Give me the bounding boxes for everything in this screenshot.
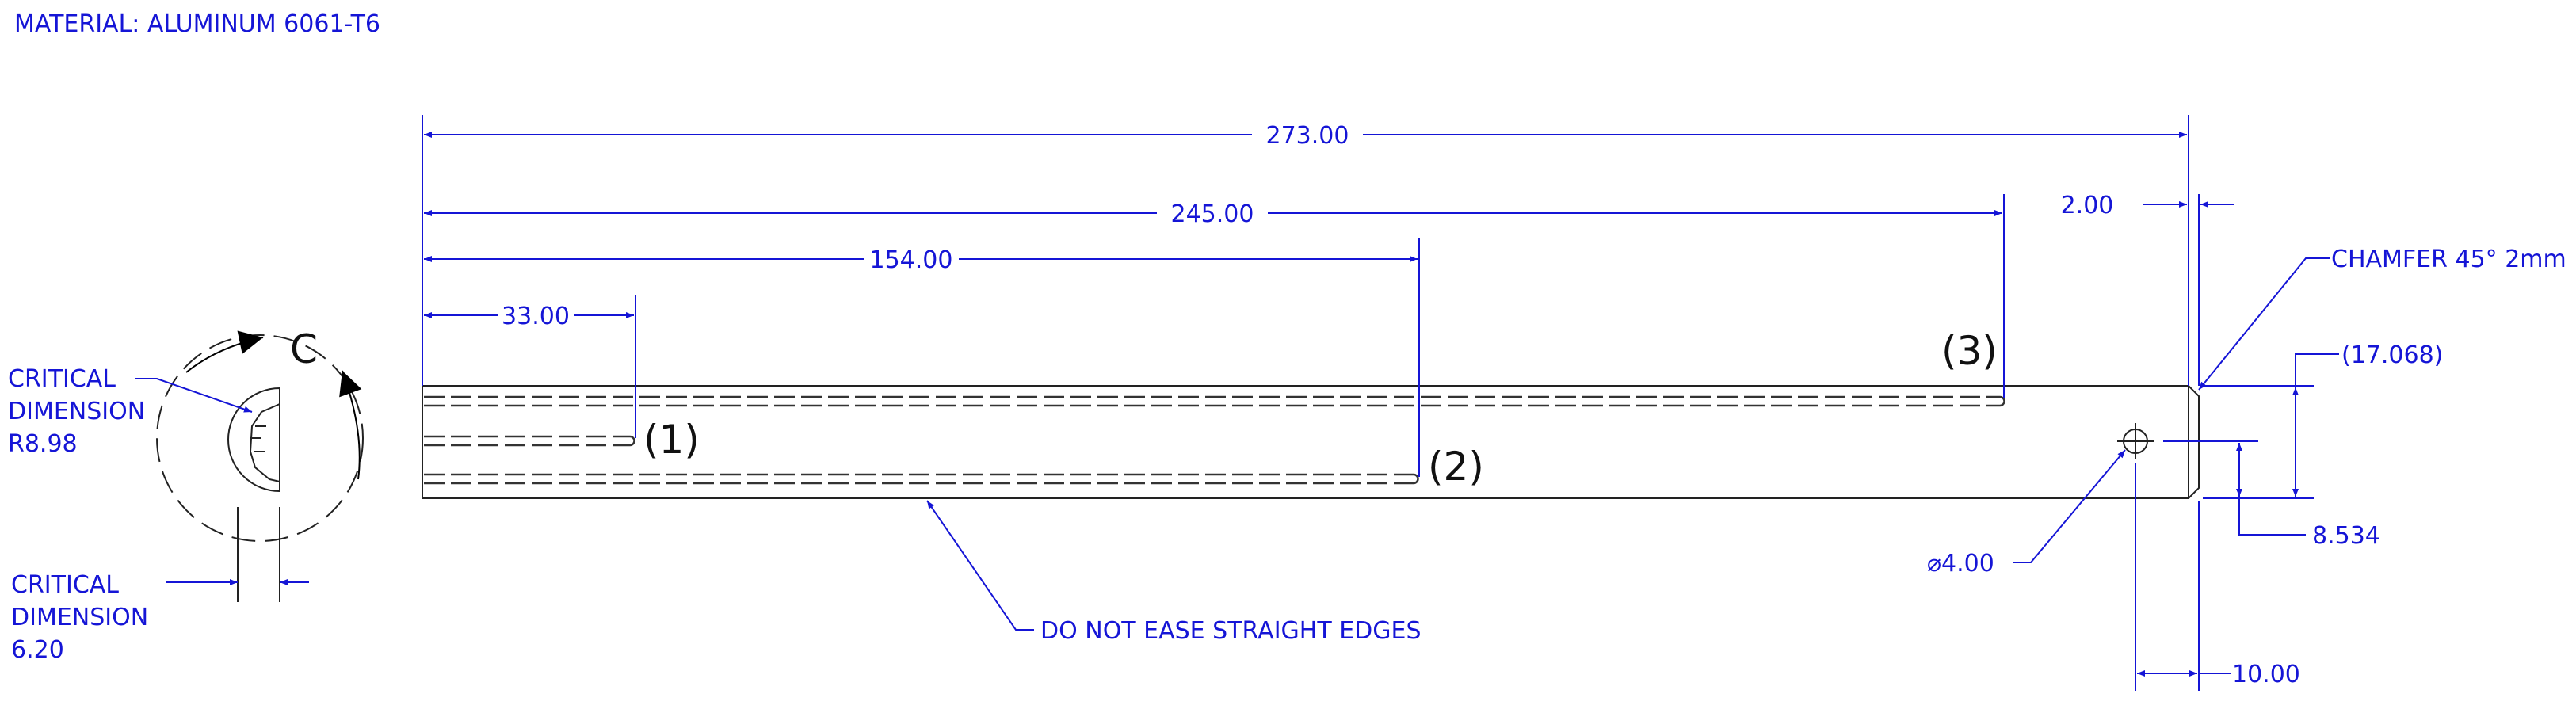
critical-radius-line1: CRITICAL [8, 365, 116, 393]
dimensions: 273.00 245.00 154.00 33.00 2.00 CHAMFER … [422, 115, 2566, 691]
dim-33-text: 33.00 [502, 303, 570, 330]
dim-10-text: 10.00 [2232, 661, 2300, 688]
chamfer-leader [2198, 257, 2330, 391]
critical-radius-line2: DIMENSION [8, 398, 145, 425]
slot-1 [424, 435, 635, 447]
critical-radius-line3: R8.98 [8, 430, 78, 458]
dim-2-text: 2.00 [2061, 192, 2114, 219]
dim-154-text: 154.00 [870, 246, 953, 274]
dim-8-text: 8.534 [2312, 522, 2380, 550]
dim-273-text: 273.00 [1266, 122, 1349, 150]
rotation-label: C [290, 326, 318, 372]
slot-label-3: (3) [1941, 328, 1998, 374]
hole-diameter-text: ⌀4.00 [1927, 550, 1994, 577]
profile-grooves [249, 403, 280, 482]
slot-label-1: (1) [643, 417, 700, 463]
dim-245-text: 245.00 [1171, 200, 1254, 228]
rotation-arrow-right [339, 370, 362, 480]
end-view: C CRITICAL DIMENSION R8.98 CRITICAL DIME… [8, 326, 364, 664]
slot-2 [424, 473, 1419, 485]
critical-flat-line3: 6.20 [11, 636, 64, 664]
critical-radius-leader [135, 378, 253, 413]
ease-note: DO NOT EASE STRAIGHT EDGES [1040, 617, 1422, 645]
part-side-view: (1) (2) (3) [422, 328, 2200, 499]
chamfer-note: CHAMFER 45° 2mm [2331, 246, 2566, 273]
dim-8-leader [2238, 498, 2306, 536]
dim-17-leader [2295, 353, 2339, 387]
slot-3 [424, 395, 2005, 407]
ease-leader [926, 500, 1034, 631]
critical-flat-line1: CRITICAL [11, 571, 119, 599]
groove-marks [250, 425, 266, 452]
d-profile [227, 387, 280, 493]
critical-flat-line2: DIMENSION [11, 604, 148, 631]
hole-leader [2013, 449, 2126, 563]
material-title: MATERIAL: ALUMINUM 6061-T6 [14, 10, 380, 38]
slot-label-2: (2) [1428, 444, 1484, 490]
dim-17-text: (17.068) [2341, 341, 2443, 369]
rotation-arrow-top [185, 330, 264, 373]
